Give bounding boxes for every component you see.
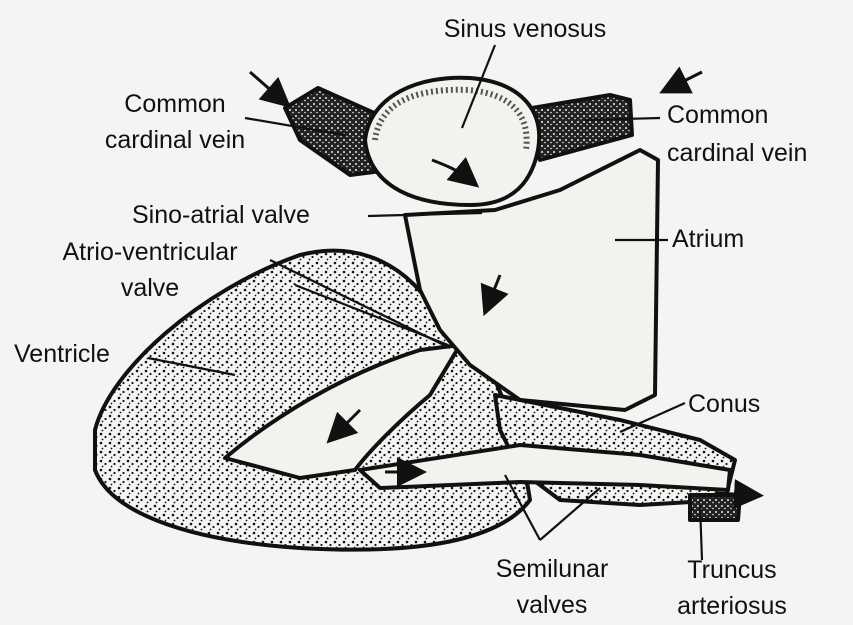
label-sino-atrial-valve: Sino-atrial valve <box>132 201 310 229</box>
label-left-cardinal-vein-line1: Common <box>124 90 225 118</box>
label-av-valve-line2: valve <box>121 274 179 302</box>
label-sinus-venosus: Sinus venosus <box>444 15 607 43</box>
flow-arrow-left-vein <box>250 72 282 100</box>
label-semilunar-line2: valves <box>517 591 588 619</box>
flow-arrow-truncus <box>715 493 752 495</box>
label-conus: Conus <box>688 390 760 418</box>
label-truncus-line1: Truncus <box>687 556 776 584</box>
truncus-shape <box>690 495 740 520</box>
label-av-valve-line1: Atrio-ventricular <box>62 238 237 266</box>
label-truncus-line2: arteriosus <box>677 592 787 620</box>
label-atrium: Atrium <box>672 225 744 253</box>
label-right-cardinal-vein-line2: cardinal vein <box>667 139 807 167</box>
label-left-cardinal-vein-line2: cardinal vein <box>105 126 245 154</box>
label-semilunar-line1: Semilunar <box>496 555 609 583</box>
label-ventricle: Ventricle <box>14 340 110 368</box>
sinus-venosus-shape <box>365 78 539 205</box>
flow-arrow-right-vein <box>670 72 702 88</box>
label-right-cardinal-vein-line1: Common <box>667 101 768 129</box>
